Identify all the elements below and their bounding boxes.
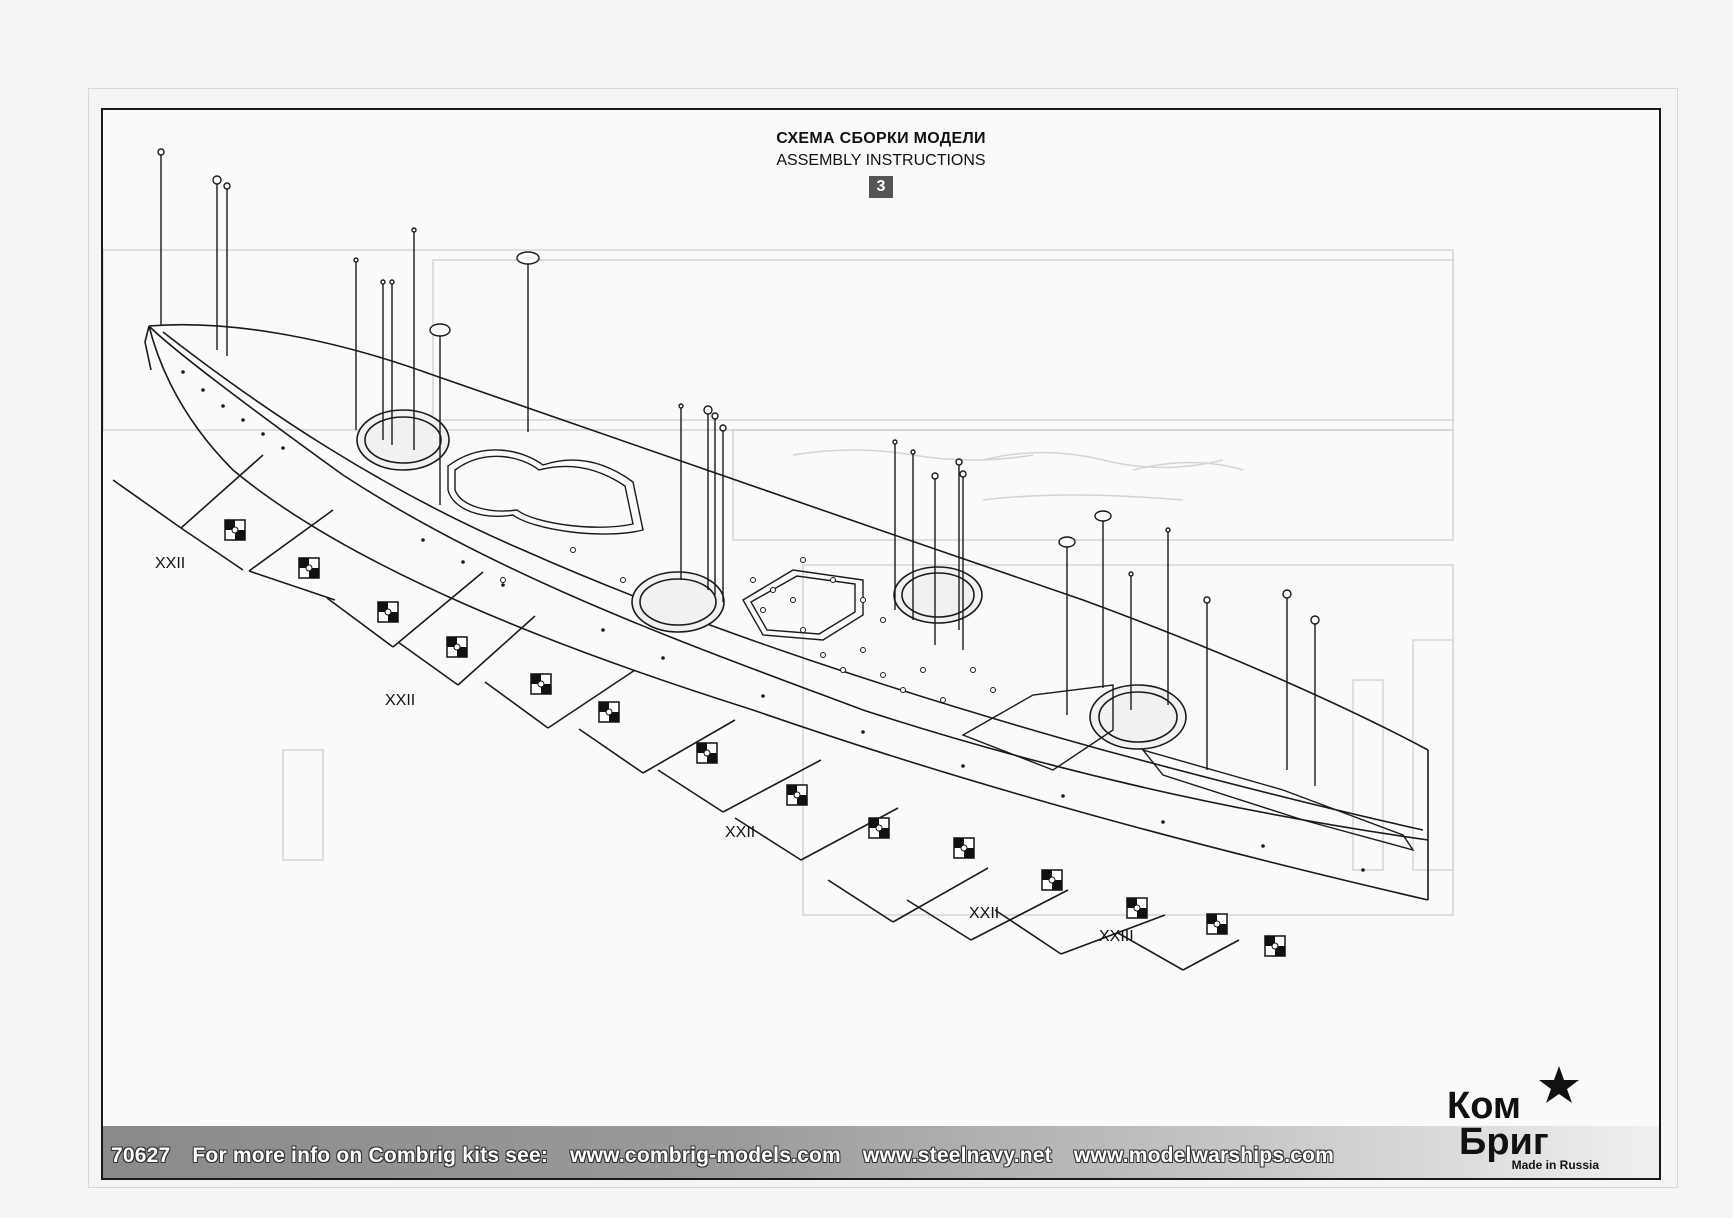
website-link[interactable]: www.modelwarships.com — [1073, 1144, 1335, 1167]
bleed-through-frame — [88, 88, 1678, 1188]
part-label-xxiii: XXIII — [1099, 928, 1134, 945]
footer-text: 70627 For more info on Combrig kits see:… — [111, 1144, 1334, 1168]
ship-hull — [144, 323, 1429, 901]
info-text: For more info on Combrig kits see: — [192, 1144, 549, 1167]
svg-text:Бриг: Бриг — [1459, 1121, 1549, 1163]
barbettes — [356, 409, 1187, 750]
title-english: ASSEMBLY INSTRUCTIONS — [776, 152, 986, 169]
part-label-xxii: XXII — [155, 555, 186, 572]
title-russian: СХЕМА СБОРКИ МОДЕЛИ — [776, 130, 986, 147]
detail-markers — [224, 519, 1286, 957]
part-label-xxii: XXII — [725, 824, 756, 841]
deck-fittings — [500, 547, 996, 703]
instruction-frame: СХЕМА СБОРКИ МОДЕЛИ ASSEMBLY INSTRUCTION… — [101, 108, 1661, 1180]
website-link[interactable]: www.combrig-models.com — [570, 1144, 841, 1167]
kit-number: 70627 — [111, 1144, 171, 1167]
portholes — [181, 370, 1365, 872]
mast-pins — [157, 148, 1320, 786]
part-label-xxii: XXII — [385, 692, 416, 709]
made-in-russia: Made in Russia — [1511, 1158, 1599, 1172]
railing-strips — [112, 454, 1240, 971]
svg-text:Ком: Ком — [1447, 1085, 1521, 1127]
step-number-badge: 3 — [869, 176, 893, 198]
part-label-xxii: XXII — [969, 905, 1000, 922]
footer-bar: 70627 For more info on Combrig kits see:… — [103, 1126, 1659, 1178]
combrig-logo: Ком Бриг Made in Russia — [1429, 1062, 1599, 1172]
ghost-parts-sheet — [103, 249, 1454, 916]
website-link[interactable]: www.steelnavy.net — [862, 1144, 1052, 1167]
ship-assembly-drawing — [103, 148, 1454, 971]
title-block: СХЕМА СБОРКИ МОДЕЛИ ASSEMBLY INSTRUCTION… — [103, 130, 1659, 198]
combrig-logo-mark: Ком Бриг — [1447, 1066, 1579, 1163]
deckhouses — [447, 449, 1415, 852]
